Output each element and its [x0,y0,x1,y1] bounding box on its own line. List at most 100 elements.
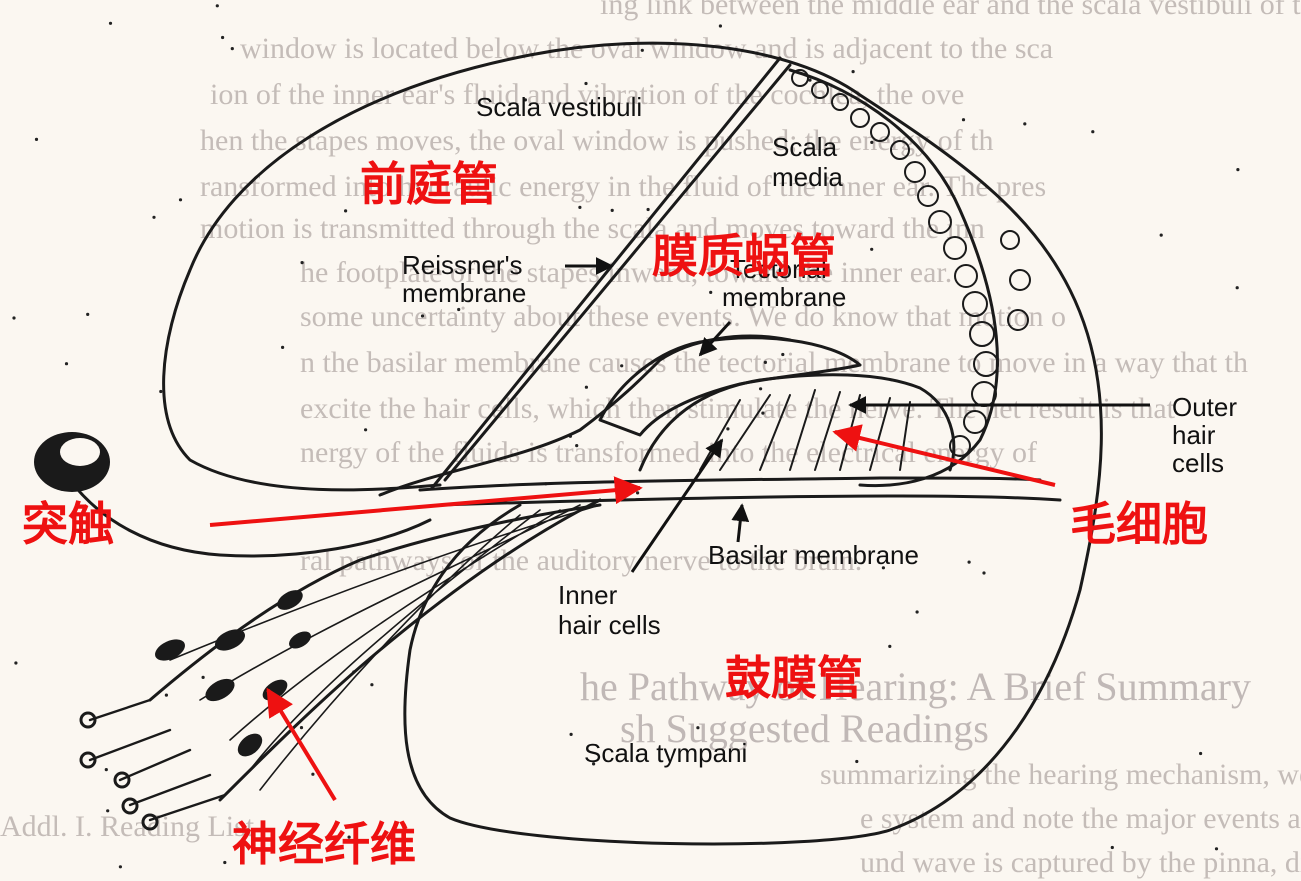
ghost-line: motion is transmitted through the scala … [200,212,985,245]
label-scala-media-line1: Scala [772,132,838,162]
basilar-membrane-line [418,476,1042,492]
tectorial-membrane [598,336,862,437]
annotation-tympanic-duct: 鼓膜管 [725,651,863,705]
paper-dot [1236,168,1240,172]
paper-dot [118,865,122,869]
paper-dot [178,198,183,202]
paper-dot [159,389,163,394]
paper-dot [808,78,812,82]
annotation-nerve-fibers: 神经纤维 [232,817,416,871]
paper-dot [646,207,650,212]
paper-dot [870,140,874,144]
reissners-membrane-line [443,63,792,482]
left-nerve-stalk [68,478,432,558]
ghost-line: und wave is captured by the pinna, direc… [860,846,1301,879]
paper-dot [311,772,315,776]
ghost-line: ing link between the middle ear and the … [600,0,1301,21]
paper-dots [12,4,1240,869]
paper-dot [584,81,588,86]
paper-dot [364,428,368,432]
paper-dot [855,759,859,764]
paper-dot [575,444,579,448]
paper-dot [640,48,644,52]
ghost-line: hen the stapes moves, the oval window is… [200,124,993,157]
stria-cell-column [791,69,1031,457]
paper-dot [420,314,425,318]
nerve-fiber-ends [88,698,227,822]
label-inner-hair-line1: Inner [558,580,618,610]
annotation-vestibular-duct: 前庭管 [360,157,498,211]
ghost-heading: he Pathway of Hearing: A Brief Summary [580,664,1251,709]
label-inner-hair-line2: hair cells [558,610,661,640]
annotation-synapse: 突触 [22,497,114,551]
paper-dot [281,345,285,349]
label-tectorial-line1: Tectorial [730,254,827,284]
paper-dot [569,732,573,737]
paper-dot [347,835,351,839]
ganglion-cells [155,590,311,757]
cochlea-outer-wall [162,41,1103,846]
paper-dot [982,571,986,575]
label-scala-media-line2: media [772,162,843,192]
paper-dot [457,307,461,312]
paper-dot [106,809,110,813]
paper-dot [300,261,304,265]
label-pointers [565,257,1150,573]
paper-dot [108,21,113,25]
paper-dot [1199,751,1203,756]
paper-dot [1214,847,1219,851]
paper-dot [578,205,582,209]
synapse-arrow [209,476,643,527]
paper-dot [370,683,374,687]
paper-dot [781,352,785,357]
paper-dot [201,675,205,680]
paper-dot [915,610,919,614]
nerve-end-circle [141,813,159,831]
paper-dot [1159,233,1163,237]
paper-dot [961,118,966,122]
paper-dot [152,215,156,219]
paper-dot [584,385,589,389]
paper-dot [1235,286,1239,290]
ossicle-blob [34,432,110,492]
paper-dot [86,312,90,316]
paper-dot [215,4,219,8]
paper-dot [1023,122,1027,126]
ghost-line: e system and note the major events along… [860,802,1301,835]
paper-dot [610,208,614,212]
cochlear-duct-outer-wall [788,68,999,488]
nerve-fibers-lines [169,504,601,791]
paper-dot [761,411,765,415]
nerve-bundle-upper [148,503,602,702]
paper-dot [164,693,168,697]
nerve-end-circle [79,751,97,769]
nerve-end-circle [121,797,139,815]
paper-dot [696,726,700,730]
paper-dot [64,362,69,366]
label-reissners-line2: membrane [402,278,526,308]
paper-dot [104,768,108,772]
paper-dot [636,491,640,495]
basilar-membrane-line-2 [438,494,1062,507]
ghost-line: n the basilar membrane causes the tector… [300,346,1248,379]
label-scala-vestibuli: Scala vestibuli [476,92,642,122]
paper-dot [592,762,596,766]
paper-dot [709,290,713,294]
annotation-hair-cells: 毛细胞 [1070,497,1208,551]
label-outer-hair-line1: Outer [1172,392,1237,422]
paper-dot [523,98,528,102]
annotation-arrows [209,424,1056,802]
paper-dot [759,387,763,391]
ghost-line: summarizing the hearing mechanism, we wi… [820,758,1301,791]
hair-cells-arrow [832,424,1056,487]
paper-dot [1091,130,1095,134]
organ-of-corti [638,373,956,472]
label-outer-hair-line2: hair [1172,420,1216,450]
annotation-cochlear-duct: 膜质蜗管 [652,229,836,283]
paper-dot [344,209,348,213]
label-tectorial-line2: membrane [722,282,846,312]
nerve-end-circle [79,711,97,729]
ghost-line: excite the hair cells, which then stimul… [300,392,1176,425]
